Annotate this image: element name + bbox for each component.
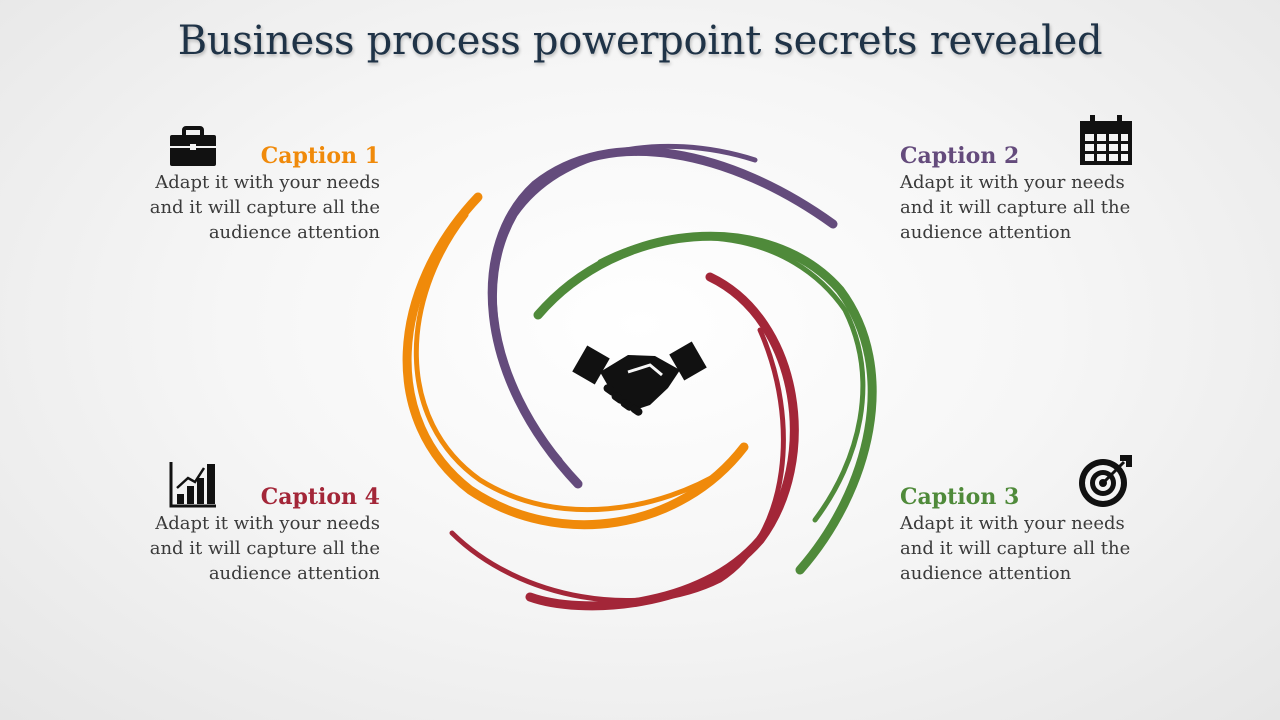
red-swirl (449, 272, 799, 611)
caption-2-title: Caption 2 (900, 143, 1020, 169)
handshake-icon (572, 341, 707, 416)
calendar-icon (1080, 115, 1132, 165)
caption-3-text: Adapt it with your needs and it will cap… (900, 513, 1131, 584)
briefcase-icon (170, 126, 216, 166)
caption-3-title: Caption 3 (900, 484, 1020, 510)
caption-2-text: Adapt it with your needs and it will cap… (900, 172, 1131, 243)
caption-1-text: Adapt it with your needs and it will cap… (149, 172, 380, 243)
caption-block-2: Caption 2 Adapt it with your needs and i… (900, 142, 1160, 245)
orange-swirl (402, 192, 749, 530)
slide-title: Business process powerpoint secrets reve… (177, 18, 1103, 64)
caption-1-title: Caption 1 (260, 143, 380, 169)
caption-block-4: Caption 4 Adapt it with your needs and i… (120, 483, 380, 586)
bar-chart-icon (169, 462, 216, 508)
purple-swirl (487, 143, 838, 489)
caption-4-title: Caption 4 (260, 484, 380, 510)
caption-block-3: Caption 3 Adapt it with your needs and i… (900, 483, 1160, 586)
green-swirl (533, 231, 877, 575)
target-icon (1079, 455, 1132, 507)
caption-4-text: Adapt it with your needs and it will cap… (149, 513, 380, 584)
caption-block-1: Caption 1 Adapt it with your needs and i… (120, 142, 380, 245)
